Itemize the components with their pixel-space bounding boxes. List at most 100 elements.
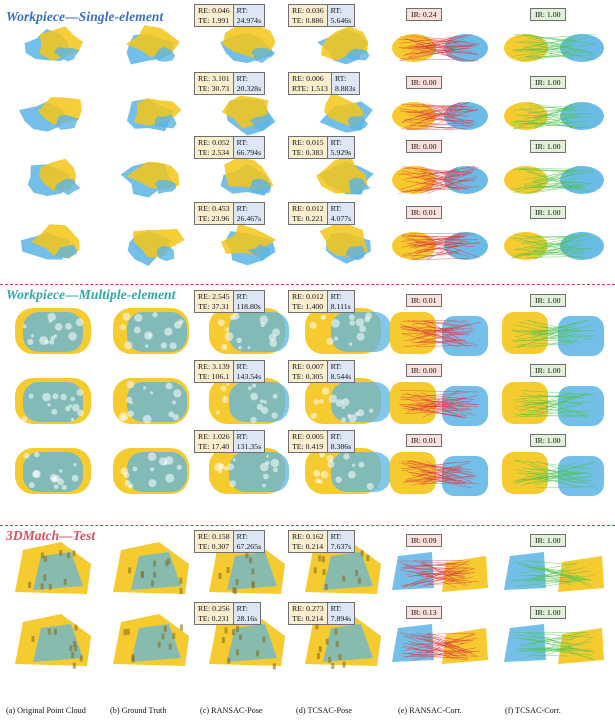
tcsac-correspondence-image bbox=[500, 208, 608, 272]
rt-value: 5.646s bbox=[330, 15, 352, 25]
te-value: 30.73 bbox=[211, 83, 230, 93]
section-divider bbox=[0, 284, 615, 285]
rt-value: 66.794s bbox=[236, 147, 262, 157]
te-label: TE: bbox=[198, 213, 210, 223]
te-label: TE: bbox=[292, 371, 304, 381]
re-value: 0.015 bbox=[306, 138, 324, 147]
rt-label: RT: bbox=[236, 204, 248, 213]
te-value: 0.221 bbox=[305, 213, 324, 223]
te-label: TE: bbox=[292, 613, 304, 623]
re-value: 0.012 bbox=[306, 292, 324, 301]
tcsac-correspondence-image bbox=[500, 10, 608, 74]
inlier-ratio-badge: IR: 0.01 bbox=[406, 206, 442, 219]
re-label: RE: bbox=[292, 138, 305, 147]
point-cloud-image bbox=[104, 608, 202, 672]
point-cloud-image bbox=[104, 208, 202, 272]
inlier-ratio-badge: IR: 1.00 bbox=[530, 206, 566, 219]
rt-label: RT: bbox=[330, 138, 342, 147]
te-value: 37.31 bbox=[211, 301, 230, 311]
point-cloud-image bbox=[6, 536, 104, 600]
te-value: 1.400 bbox=[305, 301, 324, 311]
point-cloud-image bbox=[6, 142, 104, 206]
re-value: 0.162 bbox=[306, 532, 324, 541]
ransac-correspondence-image bbox=[388, 536, 492, 600]
ransac-correspondence-image bbox=[388, 78, 492, 142]
metrics-rt: RT:7.637s bbox=[327, 530, 356, 553]
inlier-ratio-badge: IR: 0.13 bbox=[406, 606, 442, 619]
caption-col-c: (c) RANSAC-Pose bbox=[200, 706, 263, 715]
rt-value: 118.80s bbox=[236, 301, 261, 311]
te-label: TE: bbox=[198, 301, 210, 311]
re-value: 3.139 bbox=[212, 362, 230, 371]
re-label: RE: bbox=[198, 292, 211, 301]
section-title-single: Workpiece—Single-element bbox=[6, 9, 164, 24]
point-cloud-image bbox=[6, 10, 104, 74]
re-value: 0.005 bbox=[306, 432, 324, 441]
metrics-rt: RT:67.265s bbox=[233, 530, 266, 553]
rt-label: RT: bbox=[236, 362, 248, 371]
point-cloud-image bbox=[200, 536, 298, 600]
tcsac-correspondence-image bbox=[500, 142, 608, 206]
metrics-rt: RT:24.974s bbox=[233, 4, 266, 27]
point-cloud-image bbox=[104, 296, 202, 360]
inlier-ratio-badge: IR: 0.00 bbox=[406, 364, 442, 377]
re-label: RE: bbox=[292, 74, 305, 83]
metrics-rt: RT:8.386s bbox=[327, 430, 356, 453]
section-divider bbox=[0, 525, 615, 526]
re-label: RE: bbox=[292, 6, 305, 15]
metrics-rt: RT:66.794s bbox=[233, 136, 266, 159]
rt-label: RT: bbox=[330, 362, 342, 371]
inlier-ratio-badge: IR: 1.00 bbox=[530, 606, 566, 619]
te-value: 106.1 bbox=[211, 371, 230, 381]
te-label: TE: bbox=[292, 301, 304, 311]
rt-value: 67.265s bbox=[236, 541, 262, 551]
rt-label: RT: bbox=[236, 74, 248, 83]
point-cloud-image bbox=[200, 366, 298, 430]
te-label: RTE: bbox=[292, 83, 309, 93]
tcsac-correspondence-image bbox=[500, 608, 608, 672]
re-value: 0.256 bbox=[212, 604, 230, 613]
re-label: RE: bbox=[198, 604, 211, 613]
rt-value: 28.16s bbox=[236, 613, 258, 623]
inlier-ratio-badge: IR: 1.00 bbox=[530, 76, 566, 89]
te-value: 0.307 bbox=[211, 541, 230, 551]
rt-label: RT: bbox=[236, 432, 248, 441]
point-cloud-image bbox=[6, 296, 104, 360]
inlier-ratio-badge: IR: 1.00 bbox=[530, 434, 566, 447]
point-cloud-image bbox=[200, 436, 298, 500]
re-label: RE: bbox=[198, 6, 211, 15]
point-cloud-image bbox=[200, 208, 298, 272]
point-cloud-image bbox=[296, 296, 394, 360]
rt-label: RT: bbox=[236, 6, 248, 15]
caption-col-b: (b) Ground Truth bbox=[110, 706, 167, 715]
point-cloud-image bbox=[6, 366, 104, 430]
re-label: RE: bbox=[292, 432, 305, 441]
re-value: 0.052 bbox=[212, 138, 230, 147]
metrics-rt: RT:26.467s bbox=[233, 202, 266, 225]
rt-label: RT: bbox=[334, 74, 347, 83]
re-label: RE: bbox=[292, 532, 305, 541]
rt-label: RT: bbox=[330, 432, 342, 441]
te-label: TE: bbox=[292, 441, 304, 451]
